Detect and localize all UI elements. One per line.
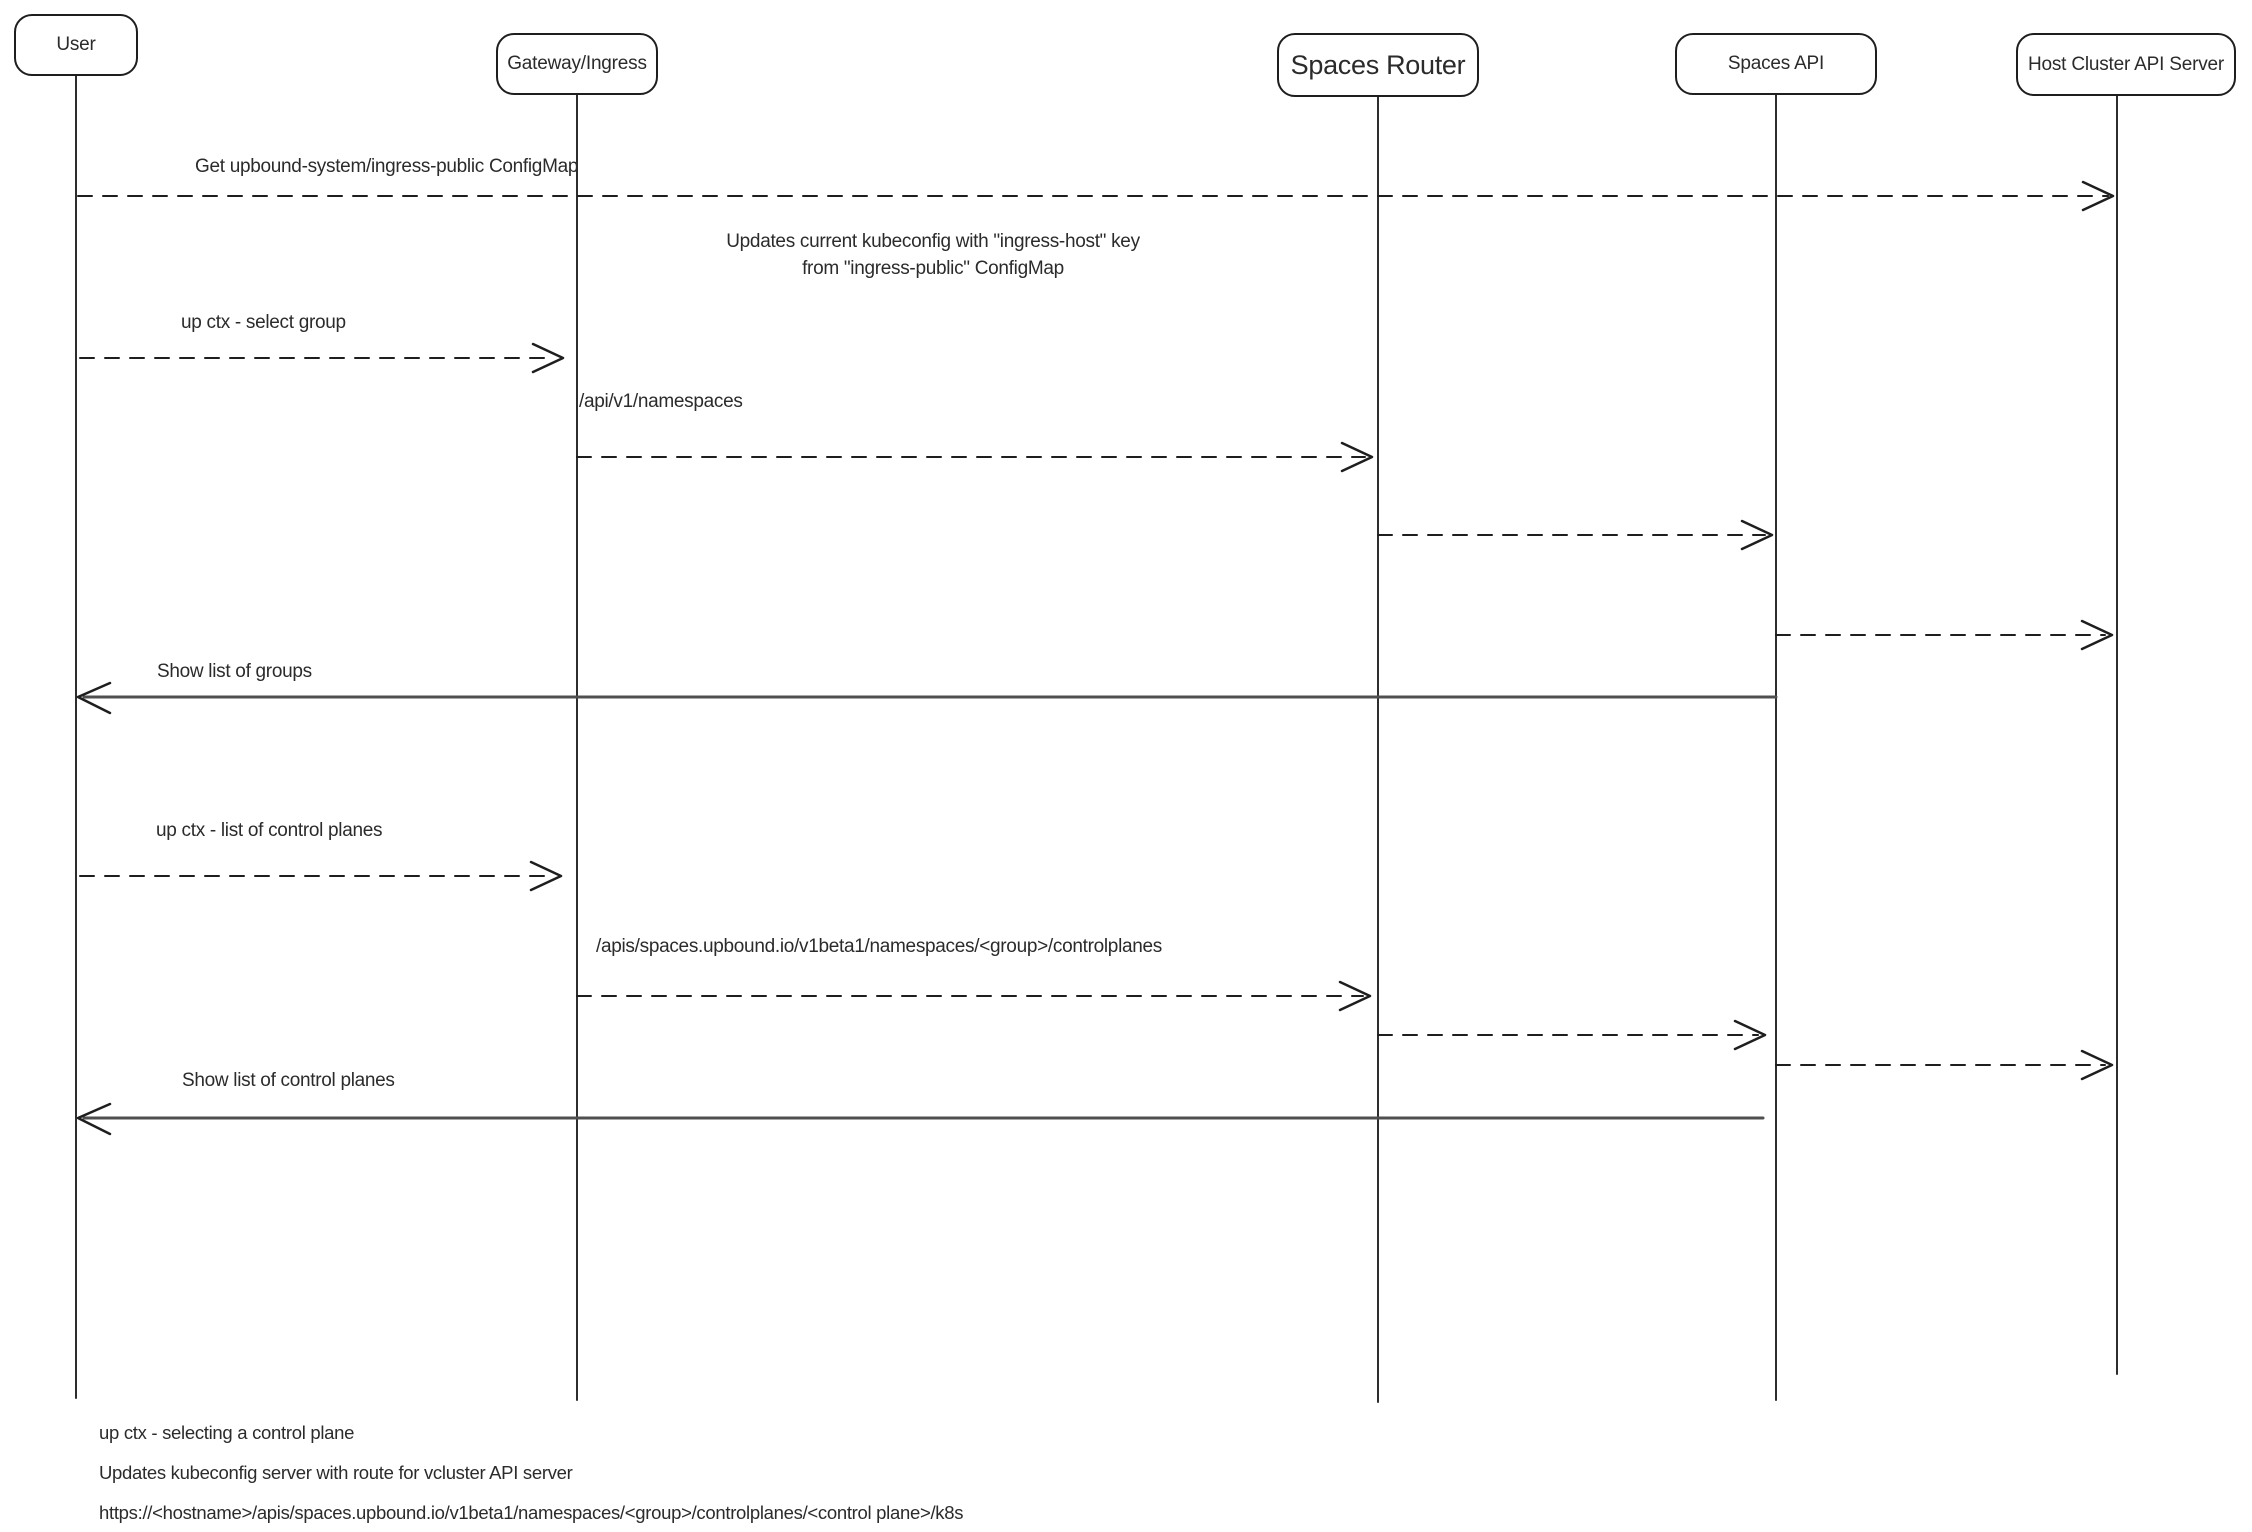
arrowhead-api-namespaces xyxy=(1340,441,1374,473)
footer-updates-kubeconfig: Updates kubeconfig server with route for… xyxy=(99,1462,573,1483)
actor-gateway-ingress-label: Gateway/Ingress xyxy=(507,53,647,74)
label-api-namespaces: /api/v1/namespaces xyxy=(579,391,743,412)
actor-spaces-router: Spaces Router xyxy=(1277,33,1479,97)
arrowhead-list-control-planes xyxy=(529,860,563,892)
actor-user-label: User xyxy=(56,34,96,55)
arrowhead-select-group xyxy=(531,342,565,374)
arrowhead-show-control-planes xyxy=(76,1102,112,1136)
actor-gateway-ingress: Gateway/Ingress xyxy=(496,33,658,95)
label-apis-controlplanes: /apis/spaces.upbound.io/v1beta1/namespac… xyxy=(596,936,1162,957)
note-kubeconfig-update-line1: Updates current kubeconfig with "ingress… xyxy=(726,231,1140,252)
note-kubeconfig-update-line2: from "ingress-public" ConfigMap xyxy=(802,258,1064,279)
actor-host-cluster-api-server: Host Cluster API Server xyxy=(2016,33,2236,96)
arrowhead-router-to-api-2 xyxy=(1733,1019,1767,1051)
arrowhead-api-to-host xyxy=(2080,619,2114,651)
arrowhead-show-groups xyxy=(76,681,112,715)
actor-spaces-router-label: Spaces Router xyxy=(1290,49,1466,80)
arrowhead-get-configmap xyxy=(2081,180,2115,212)
actor-spaces-api-label: Spaces API xyxy=(1727,53,1825,74)
footer-selecting-control-plane: up ctx - selecting a control plane xyxy=(99,1422,355,1443)
arrowhead-router-to-api xyxy=(1740,519,1774,551)
label-show-control-planes: Show list of control planes xyxy=(182,1070,395,1091)
label-select-group: up ctx - select group xyxy=(181,312,346,333)
actor-host-cluster-api-server-label: Host Cluster API Server xyxy=(2027,53,2225,75)
label-list-control-planes: up ctx - list of control planes xyxy=(156,820,383,841)
arrowhead-api-to-host-2 xyxy=(2080,1049,2114,1081)
note-kubeconfig-update: Updates current kubeconfig with "ingress… xyxy=(583,228,1283,282)
label-show-groups: Show list of groups xyxy=(157,661,312,682)
actor-spaces-api: Spaces API xyxy=(1675,33,1877,95)
label-get-configmap: Get upbound-system/ingress-public Config… xyxy=(195,156,579,177)
footer-vcluster-url: https://<hostname>/apis/spaces.upbound.i… xyxy=(99,1502,964,1523)
actor-user: User xyxy=(14,14,138,76)
arrowhead-apis-controlplanes xyxy=(1338,980,1372,1012)
